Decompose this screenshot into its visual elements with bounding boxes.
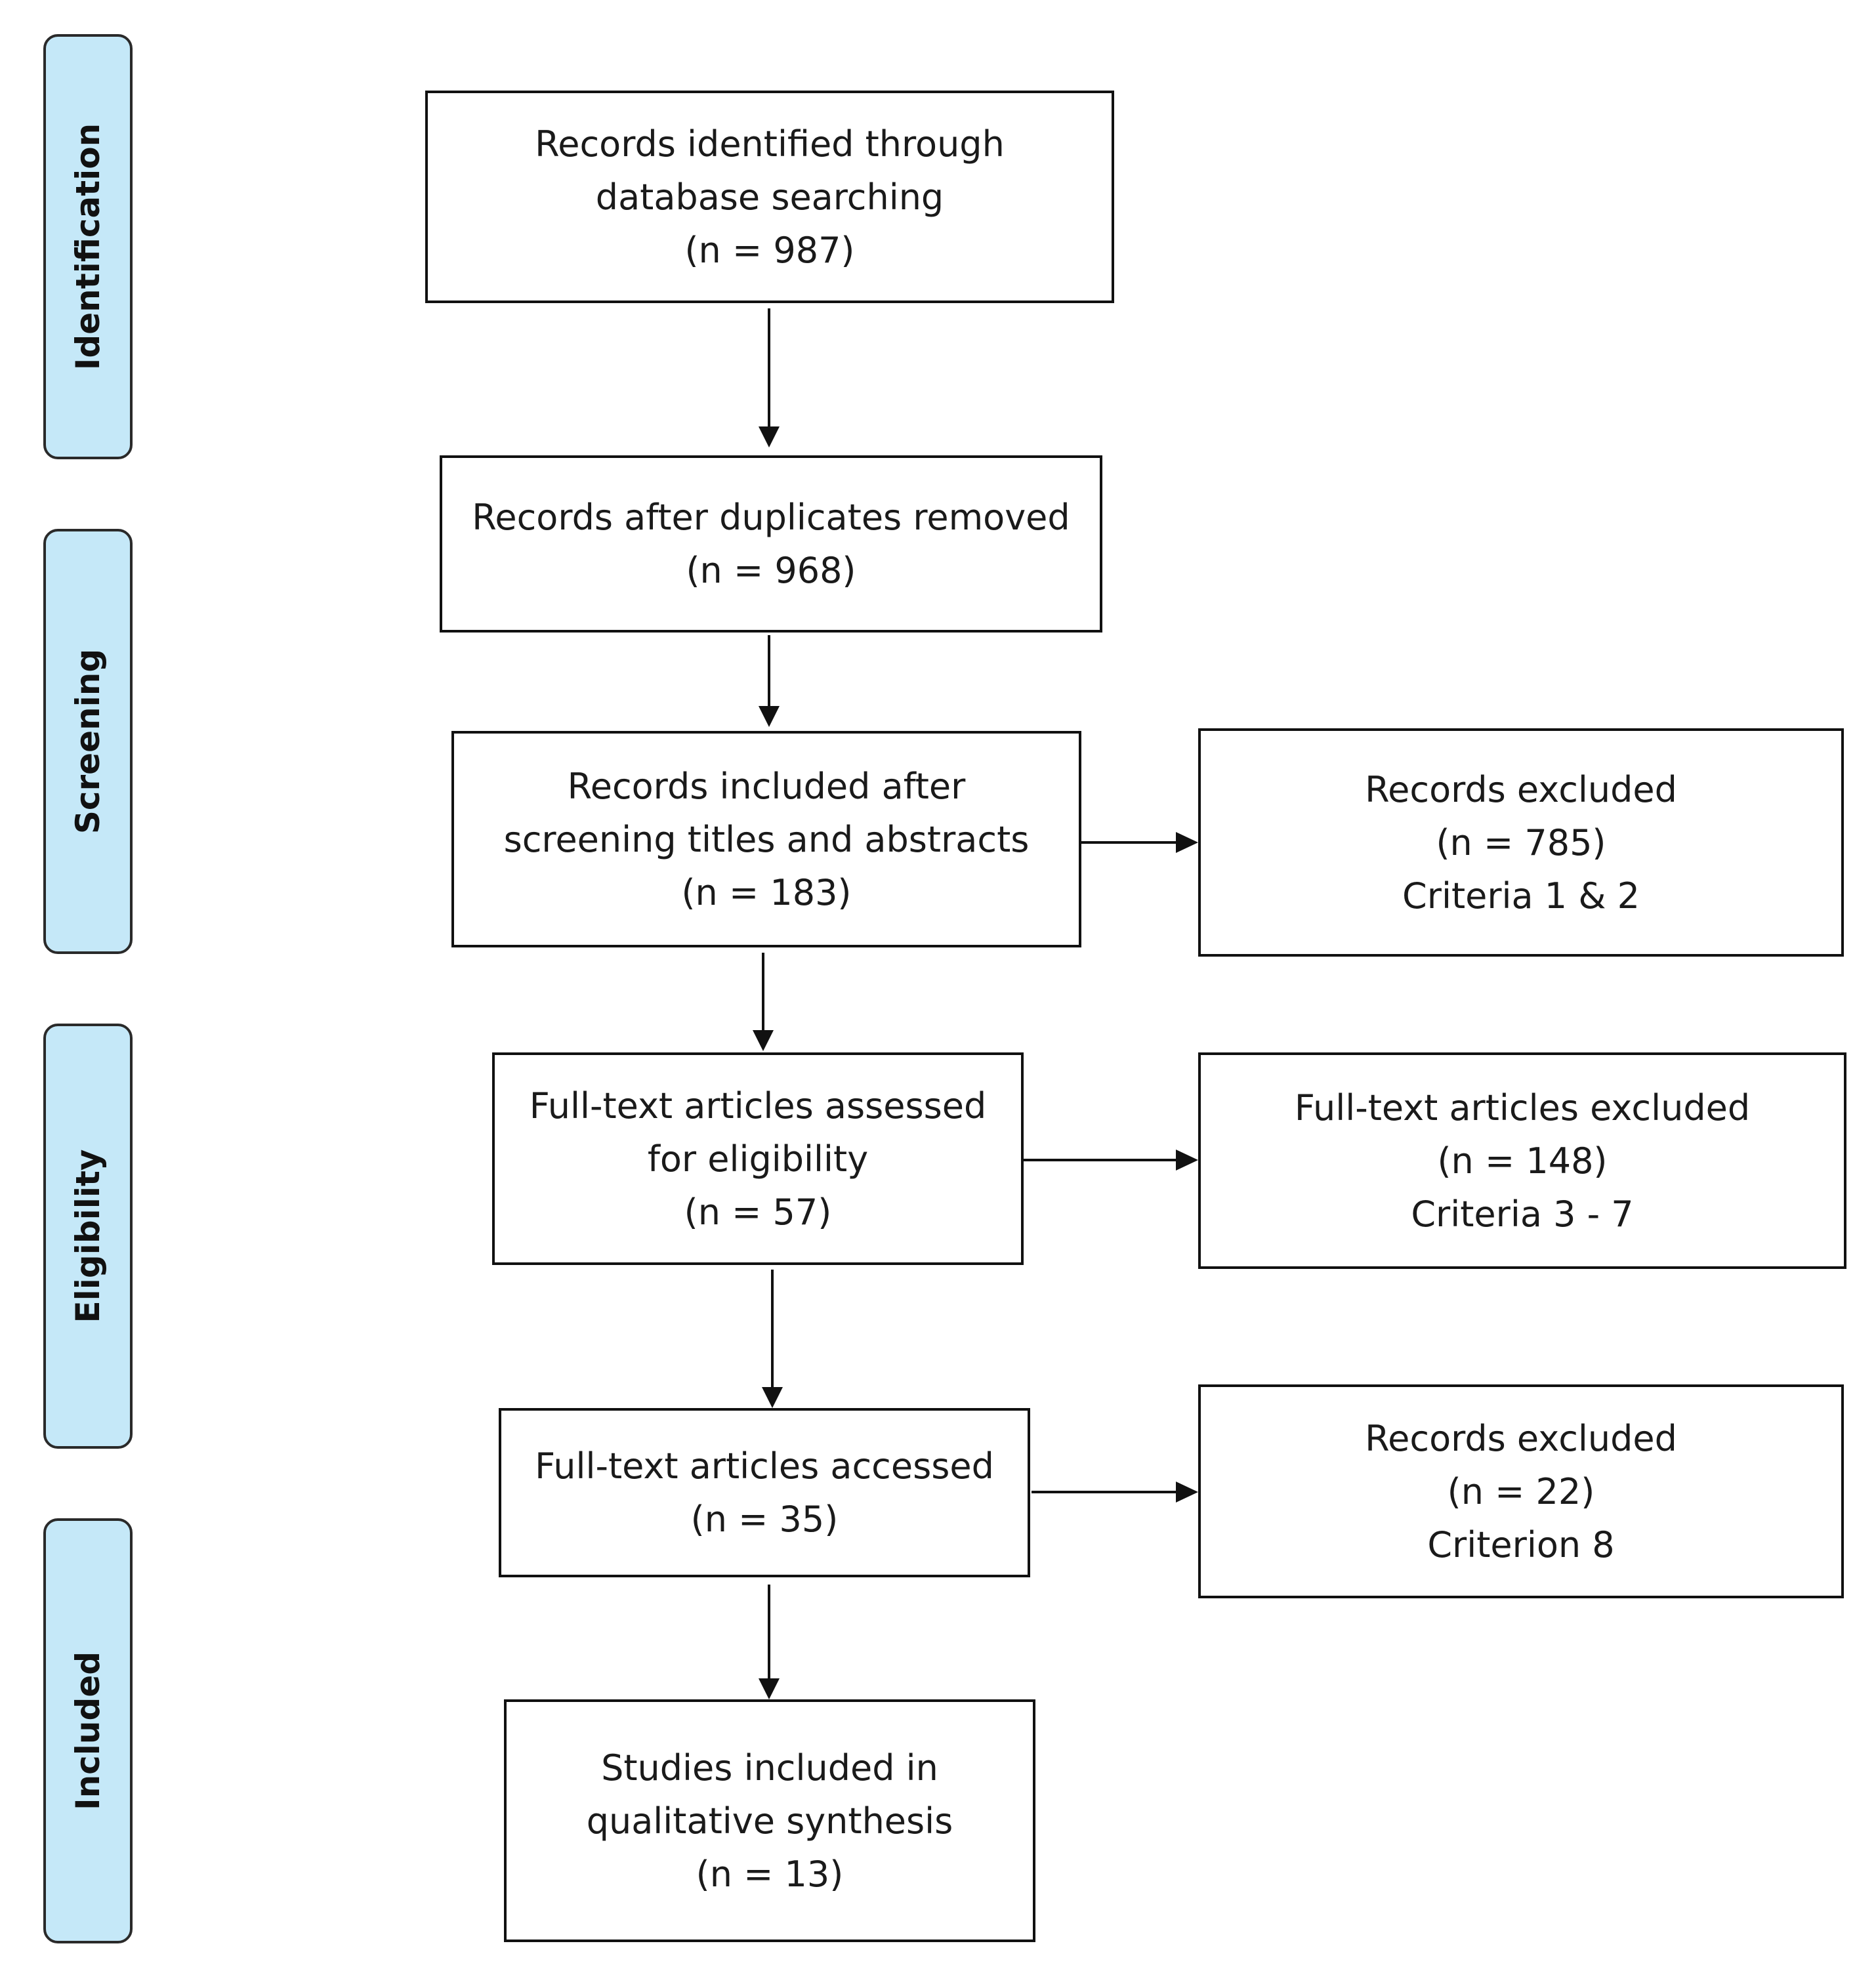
- arrowhead-screened-to-eligibility: [753, 1030, 774, 1051]
- box-records-excluded-criterion8: Records excluded (n = 22) Criterion 8: [1198, 1384, 1844, 1598]
- full-text-excluded-criteria: Criteria 3 - 7: [1411, 1193, 1634, 1235]
- box-full-text-accessed: Full-text articles accessed (n = 35): [499, 1408, 1030, 1577]
- studies-included-text-2: qualitative synthesis: [586, 1800, 953, 1842]
- studies-included-text-1: Studies included in: [601, 1747, 938, 1789]
- records-after-duplicates-count: (n = 968): [686, 550, 856, 591]
- records-excluded-screening-criteria: Criteria 1 & 2: [1402, 875, 1640, 917]
- records-excluded-criterion8-count: (n = 22): [1447, 1470, 1595, 1512]
- records-identified-text-2: database searching: [595, 176, 944, 218]
- arrowhead-identified-to-deduplicated: [759, 426, 780, 447]
- box-records-identified: Records identified through database sear…: [425, 91, 1114, 303]
- full-text-excluded-text: Full-text articles excluded: [1294, 1087, 1751, 1129]
- full-text-assessed-text-1: Full-text articles assessed: [529, 1085, 987, 1127]
- full-text-assessed-count: (n = 57): [684, 1191, 832, 1233]
- full-text-accessed-text: Full-text articles accessed: [535, 1445, 994, 1487]
- arrowhead-eligibility-to-accessed: [762, 1387, 783, 1408]
- box-full-text-assessed: Full-text articles assessed for eligibil…: [492, 1052, 1024, 1265]
- records-screened-count: (n = 183): [681, 871, 852, 913]
- records-after-duplicates-text: Records after duplicates removed: [472, 497, 1070, 538]
- arrowhead-screened-to-excluded: [1176, 832, 1198, 853]
- records-screened-text-2: screening titles and abstracts: [503, 818, 1030, 860]
- stage-eligibility: Eligibility: [43, 1024, 133, 1449]
- stage-screening-label: Screening: [69, 648, 107, 835]
- stage-identification: Identification: [43, 34, 133, 459]
- stage-identification-label: Identification: [69, 123, 107, 371]
- stage-included-label: Included: [69, 1651, 107, 1811]
- arrowhead-deduplicated-to-screened: [759, 706, 780, 727]
- arrowhead-accessed-to-included: [759, 1678, 780, 1699]
- stage-eligibility-label: Eligibility: [69, 1149, 107, 1323]
- records-excluded-screening-count: (n = 785): [1436, 821, 1606, 863]
- box-studies-included: Studies included in qualitative synthesi…: [504, 1699, 1035, 1942]
- box-records-excluded-screening: Records excluded (n = 785) Criteria 1 & …: [1198, 728, 1844, 957]
- stage-included: Included: [43, 1518, 133, 1943]
- full-text-excluded-count: (n = 148): [1437, 1140, 1608, 1182]
- box-full-text-excluded: Full-text articles excluded (n = 148) Cr…: [1198, 1052, 1846, 1269]
- box-records-after-duplicates: Records after duplicates removed (n = 96…: [440, 455, 1102, 633]
- studies-included-count: (n = 13): [696, 1853, 844, 1895]
- full-text-accessed-count: (n = 35): [690, 1499, 839, 1540]
- arrowhead-eligibility-to-excluded: [1176, 1150, 1198, 1171]
- records-excluded-criterion8-text: Records excluded: [1365, 1417, 1677, 1459]
- box-records-screened: Records included after screening titles …: [451, 731, 1081, 947]
- records-excluded-criterion8-criteria: Criterion 8: [1427, 1524, 1615, 1566]
- records-identified-text-1: Records identified through: [535, 123, 1005, 165]
- records-screened-text-1: Records included after: [567, 765, 966, 807]
- records-identified-count: (n = 987): [684, 229, 855, 271]
- full-text-assessed-text-2: for eligibility: [647, 1138, 869, 1180]
- arrowhead-accessed-to-excluded: [1176, 1482, 1198, 1503]
- stage-screening: Screening: [43, 529, 133, 954]
- records-excluded-screening-text: Records excluded: [1365, 768, 1677, 810]
